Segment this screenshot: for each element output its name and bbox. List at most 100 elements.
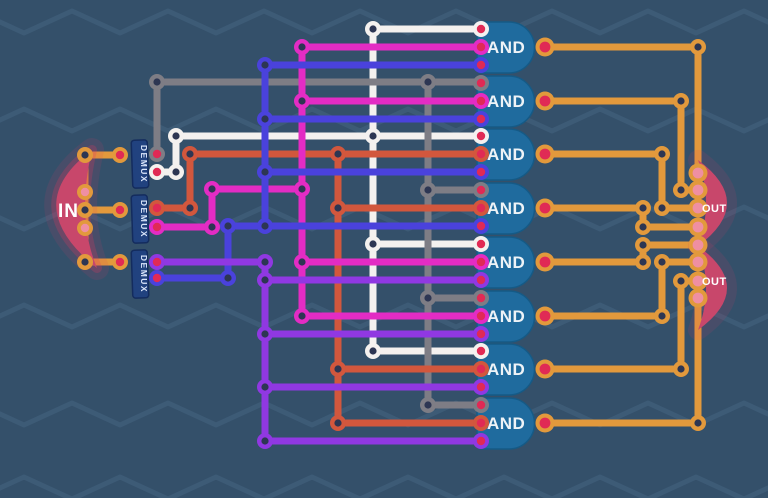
connection-pin-core [476, 436, 486, 446]
connection-pin-core [476, 346, 486, 356]
demux-block-3[interactable] [130, 249, 150, 299]
demux-label: DEMUX [139, 200, 149, 238]
gate-label: AND [487, 360, 525, 379]
connection-pin-core [476, 400, 486, 410]
connection-pin-core [692, 239, 704, 251]
wire-bend-hole [298, 185, 306, 193]
wire-bend-hole [658, 150, 666, 158]
connection-pin-core [476, 275, 486, 285]
wire-bend-hole [677, 97, 685, 105]
connection-pin-core [115, 205, 125, 215]
gate-label: AND [487, 307, 525, 326]
connection-pin-core [80, 187, 90, 197]
connection-pin-core [476, 311, 486, 321]
wire-bend-hole [658, 312, 666, 320]
wire-bend-hole [369, 132, 377, 140]
wire-bend-hole [334, 150, 342, 158]
zigzag-line [0, 8, 768, 36]
wire-bend-hole [81, 206, 89, 214]
demux-block-2[interactable] [130, 194, 150, 244]
wire-bend-hole [186, 204, 194, 212]
gate-label: AND [487, 414, 525, 433]
wire-bend-hole [424, 401, 432, 409]
gate-label: AND [487, 92, 525, 111]
wire-bend-hole [658, 258, 666, 266]
wire-bend-hole [81, 258, 89, 266]
wire-bend-hole [208, 185, 216, 193]
wire-bend-hole [334, 204, 342, 212]
wire-bend-hole [369, 347, 377, 355]
wire-bend-hole [677, 186, 685, 194]
out-label: OUT [702, 203, 727, 215]
wire-bend-hole [261, 330, 269, 338]
connection-pin-core [539, 417, 551, 429]
connection-pin-core [476, 221, 486, 231]
connection-pin-core [692, 167, 704, 179]
connection-pin-core [692, 202, 704, 214]
wire-bend-hole [639, 258, 647, 266]
connection-pin-core [152, 167, 162, 177]
wire-bend-hole [153, 78, 161, 86]
wire-bend-hole [261, 383, 269, 391]
connection-pin-core [476, 96, 486, 106]
connection-pin-core [539, 310, 551, 322]
wire-bend-hole [224, 222, 232, 230]
connection-pin-core [476, 239, 486, 249]
connection-pin-core [476, 60, 486, 70]
connection-pin-core [476, 382, 486, 392]
connection-pin-core [476, 149, 486, 159]
demux-block-1[interactable] [130, 139, 150, 189]
connection-pin-core [476, 203, 486, 213]
connection-pin-core [476, 418, 486, 428]
in-source-block[interactable] [56, 150, 97, 268]
wire-bend-hole [81, 151, 89, 159]
connection-pin-core [115, 150, 125, 160]
connection-pin-core [692, 184, 704, 196]
wire-bend-hole [261, 276, 269, 284]
wire-bend-hole [369, 240, 377, 248]
wire-bend-hole [694, 43, 702, 51]
connection-pin-core [476, 185, 486, 195]
gate-label: AND [487, 253, 525, 272]
connection-pin-core [692, 275, 704, 287]
connection-pin-core [476, 364, 486, 374]
wire-bend-hole [298, 97, 306, 105]
wire-bend-hole [172, 168, 180, 176]
wire-bend-hole [186, 150, 194, 158]
connection-pin-core [80, 223, 90, 233]
wire-bend-hole [677, 277, 685, 285]
gate-label: AND [487, 199, 525, 218]
wire-bend-hole [261, 222, 269, 230]
connection-pin-core [115, 257, 125, 267]
wire-bend-hole [298, 43, 306, 51]
wire-bend-hole [369, 25, 377, 33]
wire-bend-hole [208, 223, 216, 231]
connection-pin-core [692, 256, 704, 268]
in-label: IN [58, 201, 79, 222]
connection-pin-core [539, 41, 551, 53]
gate-label: AND [487, 38, 525, 57]
wire-bend-hole [261, 61, 269, 69]
zigzag-line [0, 474, 768, 498]
wire-bend-hole [334, 419, 342, 427]
connection-pin-core [476, 257, 486, 267]
demux-label: DEMUX [139, 255, 149, 293]
connection-pin-core [539, 202, 551, 214]
connection-pin-core [152, 222, 162, 232]
wire-bend-hole [261, 258, 269, 266]
connection-pin-core [152, 203, 162, 213]
wire-bend-hole [424, 186, 432, 194]
wire-bend-hole [677, 365, 685, 373]
gate-label: AND [487, 145, 525, 164]
connection-pin-core [476, 78, 486, 88]
wire-bend-hole [694, 419, 702, 427]
connection-pin-core [152, 273, 162, 283]
wire-bend-hole [298, 312, 306, 320]
connection-pin-core [692, 292, 704, 304]
wire-bend-hole [261, 168, 269, 176]
connection-pin-core [476, 293, 486, 303]
wire-bend-hole [298, 258, 306, 266]
